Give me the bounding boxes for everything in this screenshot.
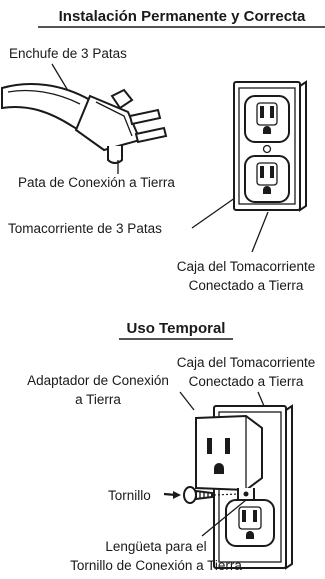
adapter-slot-right <box>225 438 230 454</box>
plug-blade-upper <box>128 108 162 126</box>
adapter-label-line1: Adaptador de Conexión <box>27 373 169 388</box>
plug-head <box>74 94 142 152</box>
screw-label: Tornillo <box>108 488 151 503</box>
plug-label: Enchufe de 3 Patas <box>9 46 127 61</box>
receptacle-lower-slot-left <box>260 166 264 178</box>
receptacle-upper-face <box>244 95 290 143</box>
adapter-label-line2: a Tierra <box>75 392 121 407</box>
plug-blade-lower <box>134 126 168 144</box>
permanent-section-title: Instalación Permanente y Correcta <box>59 8 306 25</box>
receptacle-upper-slot-left <box>260 106 264 118</box>
plug-ground-pin <box>107 146 123 164</box>
screw-head <box>183 486 197 504</box>
receptacle-upper-slot-right <box>270 106 274 118</box>
receptacle-lower-ground-hole <box>263 186 271 194</box>
receptacle-lower-slot-right <box>270 166 274 178</box>
receptacle-upper-frame <box>256 102 278 126</box>
plug-cap <box>110 88 134 110</box>
receptacle-bottom-slot-left <box>242 510 246 522</box>
box2-label-line1: Caja del Tomacorriente <box>177 355 316 370</box>
plug-head-edge <box>95 101 133 137</box>
adapter-ground-hole <box>214 463 224 474</box>
box-label-line2: Conectado a Tierra <box>189 278 304 293</box>
receptacle-lower-face <box>244 155 290 203</box>
adapter-slot-left <box>207 438 212 454</box>
screw-threads <box>199 491 209 499</box>
ground-screw <box>183 486 213 504</box>
receptacle-lower-frame <box>256 162 278 186</box>
receptacle-bottom-frame <box>238 506 262 530</box>
tab-leader-line <box>201 499 247 537</box>
screw-path-dashed <box>213 493 239 496</box>
receptacle-upper <box>244 95 290 143</box>
grounding-adapter <box>195 414 263 501</box>
receptacle-bottom <box>225 499 275 547</box>
plate-center-screw <box>262 144 272 154</box>
receptacle-lower <box>244 155 290 203</box>
tab-label-line1: Lengüeta para el <box>105 539 206 554</box>
ground-pin-label: Pata de Conexión a Tierra <box>18 175 175 190</box>
receptacle-upper-ground-hole <box>263 126 271 134</box>
duplex-outlet-plate <box>233 80 307 212</box>
adapter-tab-hole <box>243 491 249 497</box>
three-prong-plug <box>0 83 168 164</box>
screw-arrow-head <box>173 491 181 499</box>
box2-label-line2: Conectado a Tierra <box>189 374 304 389</box>
box2-leader-line <box>257 391 265 407</box>
receptacle-bottom-ground-hole <box>246 531 254 539</box>
plate-inner-border <box>238 87 296 205</box>
tab-label-line2: Tornillo de Conexión a Tierra <box>70 558 242 573</box>
box-leader-line <box>251 211 269 253</box>
temporary-section-title: Uso Temporal <box>127 320 226 337</box>
cord-highlight <box>7 89 81 105</box>
outlet-label: Tomacorriente de 3 Patas <box>8 221 162 236</box>
receptacle-bottom-slot-right <box>253 510 257 522</box>
adapter-leader-line <box>179 391 195 411</box>
box-label-line1: Caja del Tomacorriente <box>177 259 316 274</box>
